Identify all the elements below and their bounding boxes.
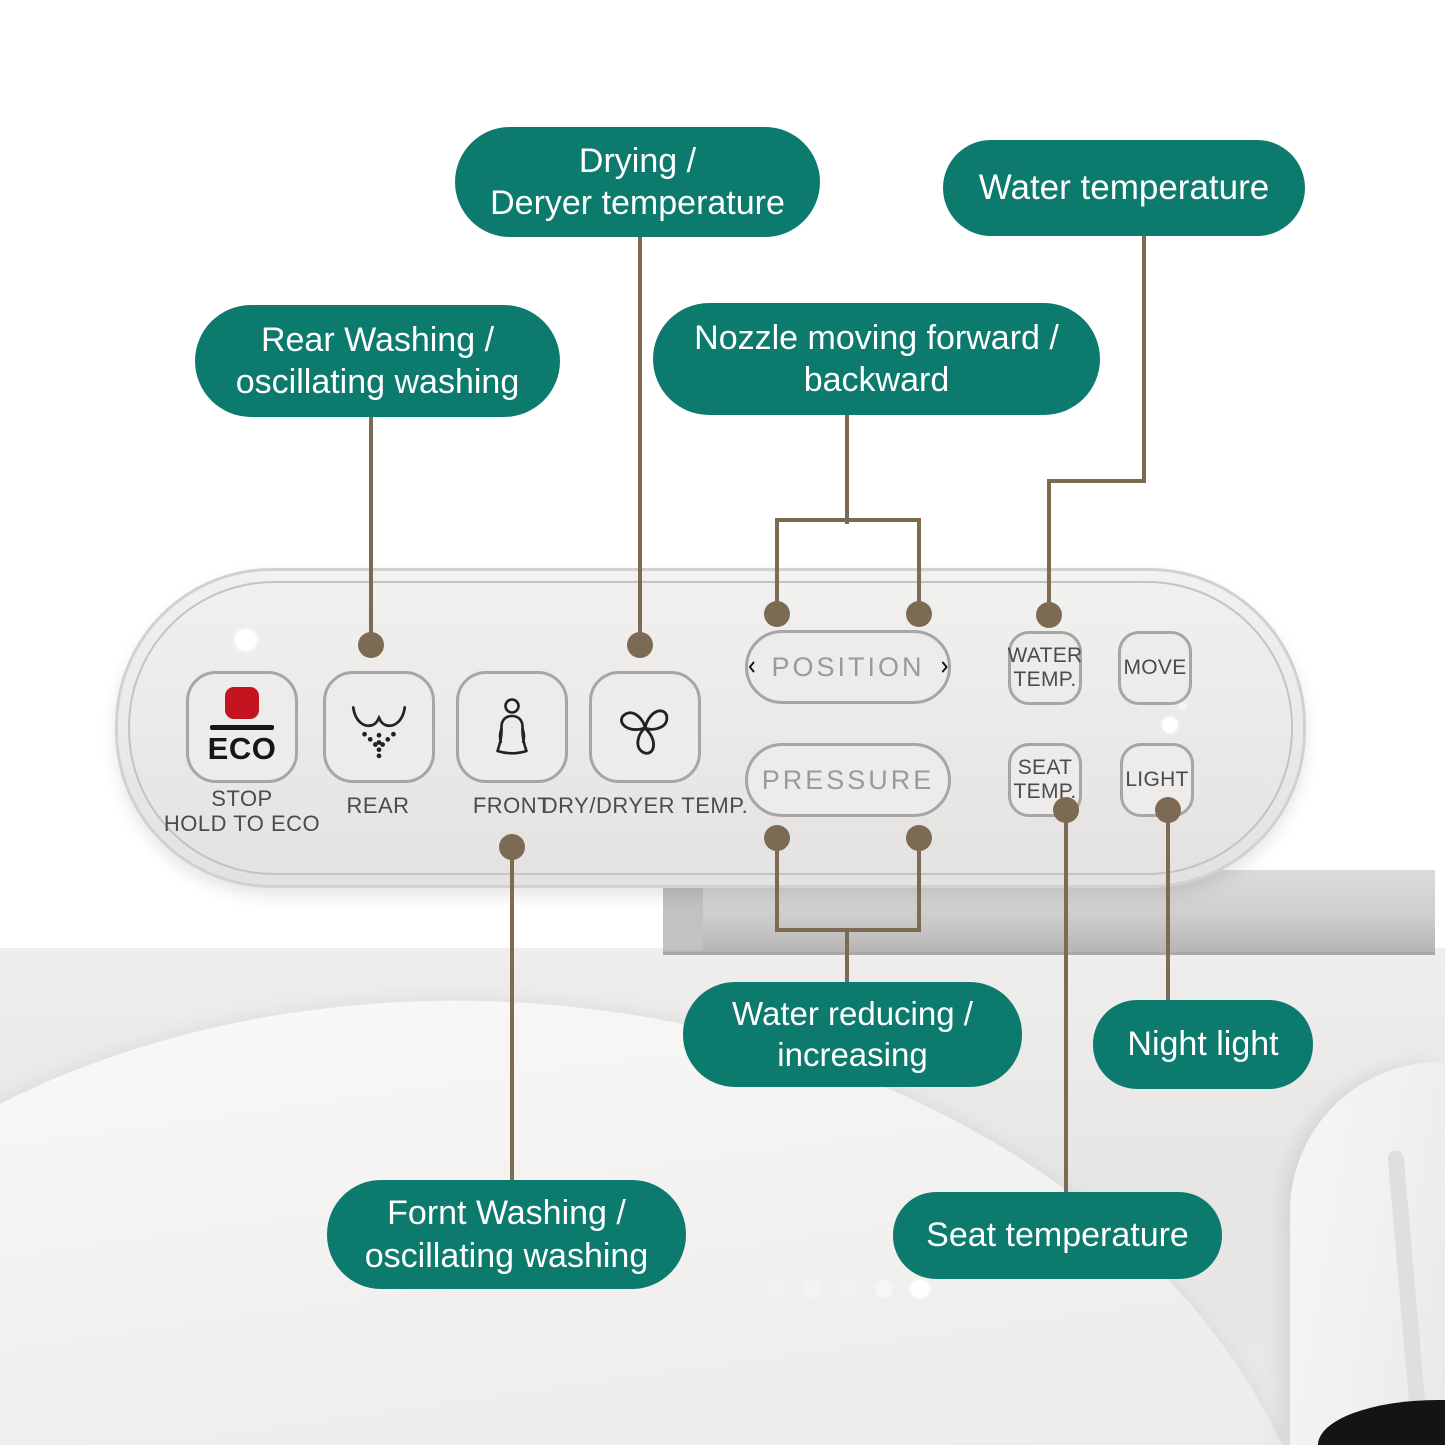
eco-stop-icon bbox=[225, 687, 259, 719]
dry-label: DRY/DRYER TEMP. bbox=[541, 793, 749, 818]
connector-light bbox=[1166, 810, 1170, 1002]
pressure-label: PRESSURE bbox=[761, 764, 935, 795]
connector-pressure-stem bbox=[845, 928, 849, 984]
level-dot-4 bbox=[875, 1280, 893, 1298]
front-wash-button[interactable] bbox=[456, 671, 568, 783]
connector-watertemp-v1 bbox=[1142, 236, 1146, 483]
connector-watertemp-h bbox=[1047, 479, 1146, 483]
pressure-button[interactable]: PRESSURE bbox=[745, 743, 951, 817]
front-label: FRONT bbox=[472, 793, 552, 818]
callout-water-reducing: Water reducing / increasing bbox=[683, 982, 1022, 1087]
connector-rear bbox=[369, 417, 373, 647]
stop-eco-label: STOP HOLD TO ECO bbox=[163, 786, 321, 837]
panel-inner-outline bbox=[128, 581, 1293, 875]
power-led bbox=[235, 629, 257, 651]
connector-pressure-left bbox=[775, 838, 779, 932]
move-button[interactable]: MOVE bbox=[1118, 631, 1192, 705]
connector-drying bbox=[638, 237, 642, 647]
connector-nozzle-stem bbox=[845, 415, 849, 524]
move-led bbox=[1162, 717, 1178, 733]
callout-water-temperature: Water temperature bbox=[943, 140, 1305, 236]
connector-watertemp-v2 bbox=[1047, 479, 1051, 617]
level-dot-5 bbox=[911, 1280, 929, 1298]
connector-dot-position-right bbox=[906, 601, 932, 627]
connector-dot-position-left bbox=[764, 601, 790, 627]
connector-dot-dry bbox=[627, 632, 653, 658]
callout-seat-temperature: Seat temperature bbox=[893, 1192, 1222, 1279]
light-button[interactable]: LIGHT bbox=[1120, 743, 1194, 817]
stop-eco-button[interactable]: ECO bbox=[186, 671, 298, 783]
eco-overline bbox=[210, 725, 274, 730]
connector-dot-watertemp bbox=[1036, 602, 1062, 628]
connector-nozzle-right bbox=[917, 518, 921, 616]
water-temp-button[interactable]: WATER TEMP. bbox=[1008, 631, 1082, 705]
position-button[interactable]: POSITION bbox=[745, 630, 951, 704]
eco-text: ECO bbox=[207, 731, 277, 766]
callout-nozzle: Nozzle moving forward / backward bbox=[653, 303, 1100, 415]
level-dot-3 bbox=[839, 1280, 857, 1298]
dry-button[interactable] bbox=[589, 671, 701, 783]
connector-nozzle-h bbox=[775, 518, 921, 522]
connector-nozzle-left bbox=[775, 518, 779, 616]
callout-night-light: Night light bbox=[1093, 1000, 1313, 1089]
callout-rear-washing: Rear Washing / oscillating washing bbox=[195, 305, 560, 417]
position-label: POSITION bbox=[771, 651, 925, 682]
callout-front-washing: Fornt Washing / oscillating washing bbox=[327, 1180, 686, 1289]
callout-drying: Drying / Deryer temperature bbox=[455, 127, 820, 237]
connector-pressure-right bbox=[917, 838, 921, 932]
rear-label: REAR bbox=[346, 793, 410, 818]
rear-wash-button[interactable] bbox=[323, 671, 435, 783]
level-dot-2 bbox=[803, 1280, 821, 1298]
chevron-right-icon bbox=[941, 661, 948, 673]
front-wash-icon bbox=[496, 698, 528, 755]
connector-seat bbox=[1064, 810, 1068, 1194]
chevron-left-icon bbox=[748, 661, 755, 673]
connector-dot-rear bbox=[358, 632, 384, 658]
control-panel: ECO STOP HOLD TO ECO REAR bbox=[115, 568, 1306, 1298]
rear-wash-icon bbox=[351, 706, 407, 759]
dryer-fan-icon bbox=[620, 709, 669, 755]
move-led-small bbox=[1179, 703, 1186, 710]
level-dot-1 bbox=[767, 1280, 785, 1298]
connector-front bbox=[510, 847, 514, 1182]
